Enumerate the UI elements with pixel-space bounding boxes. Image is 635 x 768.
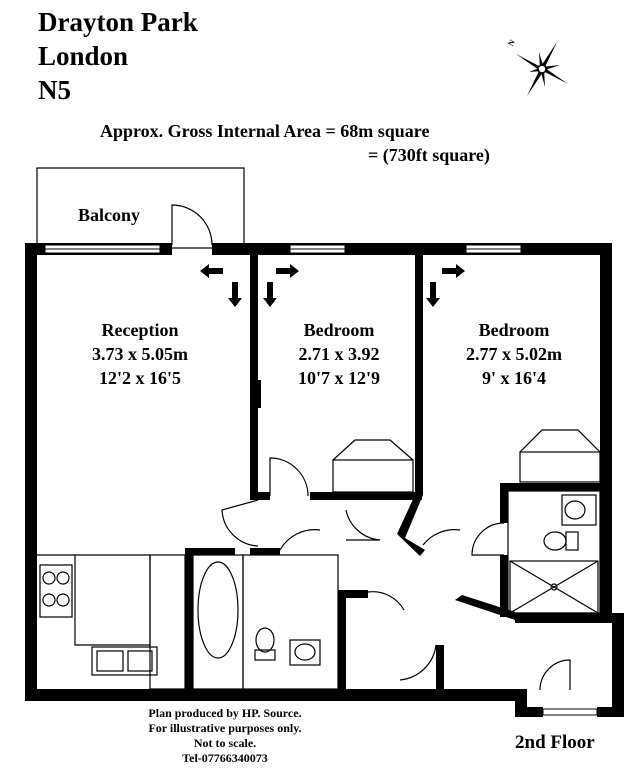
plan-disclaimer: Plan produced by HP. Source. For illustr…: [120, 706, 330, 766]
room-size-imperial-reception: 12'2 x 16'5: [99, 368, 181, 388]
direction-arrows: [200, 264, 465, 307]
room-label-bedroom-1: Bedroom: [304, 320, 375, 340]
compass-icon: N: [506, 38, 568, 96]
wardrobes: [332, 429, 601, 493]
gross-area-imperial: = (730ft square): [368, 145, 490, 165]
disclaimer-line-3: Not to scale.: [193, 736, 257, 750]
interior-walls: [185, 255, 600, 689]
room-size-metric-bedroom-1: 2.71 x 3.92: [299, 344, 380, 364]
room-label-bedroom-2: Bedroom: [479, 320, 550, 340]
disclaimer-line-2: For illustrative purposes only.: [148, 721, 302, 735]
room-label-balcony: Balcony: [78, 205, 140, 225]
address-line-2: London: [38, 41, 129, 71]
address-line-1: Drayton Park: [38, 7, 198, 37]
balcony-door: [171, 204, 213, 246]
bathroom-fixtures: [192, 554, 339, 690]
windows: [44, 244, 598, 716]
room-size-metric-reception: 3.73 x 5.05m: [92, 344, 188, 364]
address-line-3: N5: [38, 75, 71, 105]
room-size-imperial-bedroom-2: 9' x 16'4: [482, 368, 546, 388]
room-size-imperial-bedroom-1: 10'7 x 12'9: [298, 368, 380, 388]
floor-label: 2nd Floor: [515, 732, 595, 753]
room-label-reception: Reception: [102, 320, 179, 340]
gross-area-metric: Approx. Gross Internal Area = 68m square: [100, 121, 430, 141]
doors: [221, 457, 571, 691]
kitchen-fixtures: [37, 554, 186, 690]
compass-north-label: N: [506, 38, 517, 48]
ensuite-fixtures: [507, 490, 601, 614]
balcony-outline: [36, 167, 245, 249]
outer-walls: [25, 243, 624, 717]
disclaimer-phone: Tel-07766340073: [182, 751, 268, 765]
disclaimer-line-1: Plan produced by HP. Source.: [148, 706, 302, 720]
room-size-metric-bedroom-2: 2.77 x 5.02m: [466, 344, 562, 364]
